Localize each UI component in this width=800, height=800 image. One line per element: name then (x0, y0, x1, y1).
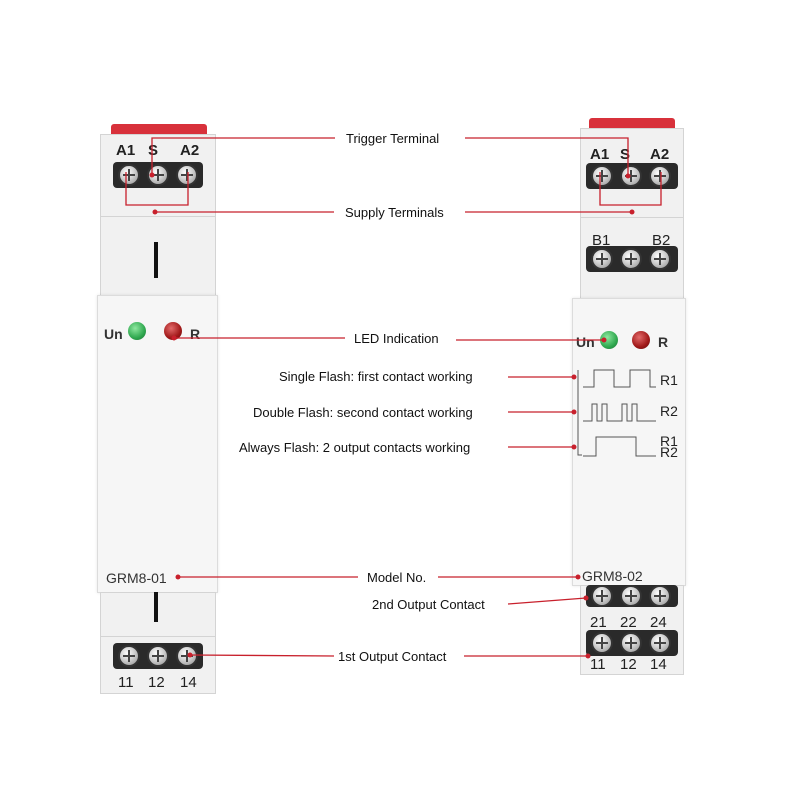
right-screw-b2 (649, 248, 671, 270)
left-upper-slot (154, 242, 158, 278)
right-screw-14 (649, 632, 671, 654)
right-screw-s (620, 165, 642, 187)
waveform-always-label-r1: R1 (660, 433, 678, 449)
right-screw-11 (591, 632, 613, 654)
right-terminal-14: 14 (650, 656, 667, 673)
supply-bracket-right (599, 172, 662, 206)
always-flash-label: Always Flash: 2 output contacts working (239, 440, 471, 455)
right-front-panel (572, 298, 686, 586)
left-terminal-14: 14 (180, 674, 197, 691)
waveform-single-label: R1 (660, 372, 678, 388)
waveform-always-label-r2: R2 (660, 444, 678, 460)
callout-dots (149, 172, 635, 659)
right-screw-b1 (591, 248, 613, 270)
right-led-label-r: R (658, 334, 669, 350)
right-screw-a1 (591, 165, 613, 187)
left-led-label-un: Un (104, 326, 123, 342)
supply-bracket-left (125, 172, 189, 206)
right-terminal-b1: B1 (592, 232, 611, 249)
left-terminal-a1: A1 (116, 142, 136, 159)
right-terminal-11: 11 (590, 656, 606, 673)
left-led-red (164, 322, 182, 340)
right-screw-21 (591, 585, 613, 607)
right-screw-24 (649, 585, 671, 607)
left-screw-11 (118, 645, 140, 667)
double-flash-label: Double Flash: second contact working (253, 405, 473, 420)
left-terminal-a2: A2 (180, 142, 200, 159)
left-terminal-12: 12 (148, 674, 165, 691)
first-output-line-left (189, 654, 335, 657)
left-lower-slot (154, 592, 158, 622)
right-terminal-22: 22 (620, 614, 637, 631)
left-front-panel (97, 295, 218, 593)
right-terminal-21: 21 (590, 614, 607, 631)
trigger-line-right (465, 137, 629, 176)
trigger-line-left (151, 137, 335, 175)
left-screw-a2 (176, 164, 198, 186)
right-terminal-a1: A1 (590, 146, 610, 163)
trigger-terminal-label: Trigger Terminal (346, 131, 440, 146)
left-upper-body (100, 216, 216, 296)
waveform-diagrams (577, 369, 656, 457)
left-terminal-11: 11 (118, 674, 134, 691)
left-led-label-r: R (190, 326, 201, 342)
right-terminal-24: 24 (650, 614, 667, 631)
right-screw-a2 (649, 165, 671, 187)
right-terminal-s: S (620, 146, 631, 163)
model-no-label: Model No. (367, 570, 427, 585)
waveform-double (583, 403, 656, 422)
right-model-label: GRM8-02 (582, 568, 643, 584)
right-screw-12 (620, 632, 642, 654)
single-flash-label: Single Flash: first contact working (279, 369, 473, 384)
right-led-green (600, 331, 618, 349)
second-output-label: 2nd Output Contact (372, 597, 485, 612)
left-terminal-s: S (148, 142, 159, 159)
right-terminal-12: 12 (620, 656, 637, 673)
right-led-red (632, 331, 650, 349)
waveform-single (583, 369, 656, 388)
left-screw-a1 (118, 164, 140, 186)
left-screw-14 (176, 645, 198, 667)
right-led-label-un: Un (576, 334, 595, 350)
waveform-always (583, 436, 656, 457)
waveform-double-label: R2 (660, 403, 678, 419)
left-led-green (128, 322, 146, 340)
right-terminal-a2: A2 (650, 146, 670, 163)
led-indication-label: LED Indication (354, 331, 439, 346)
supply-terminals-label: Supply Terminals (345, 205, 444, 220)
callout-line-group (125, 137, 662, 657)
second-output-line (507, 597, 587, 605)
waveform-bracket (577, 370, 582, 456)
right-screw-mid (620, 248, 642, 270)
left-lower-body (100, 592, 216, 638)
right-screw-22 (620, 585, 642, 607)
right-terminal-b2: B2 (652, 232, 671, 249)
left-model-label: GRM8-01 (106, 570, 167, 586)
left-screw-12 (147, 645, 169, 667)
first-output-label: 1st Output Contact (338, 649, 447, 664)
